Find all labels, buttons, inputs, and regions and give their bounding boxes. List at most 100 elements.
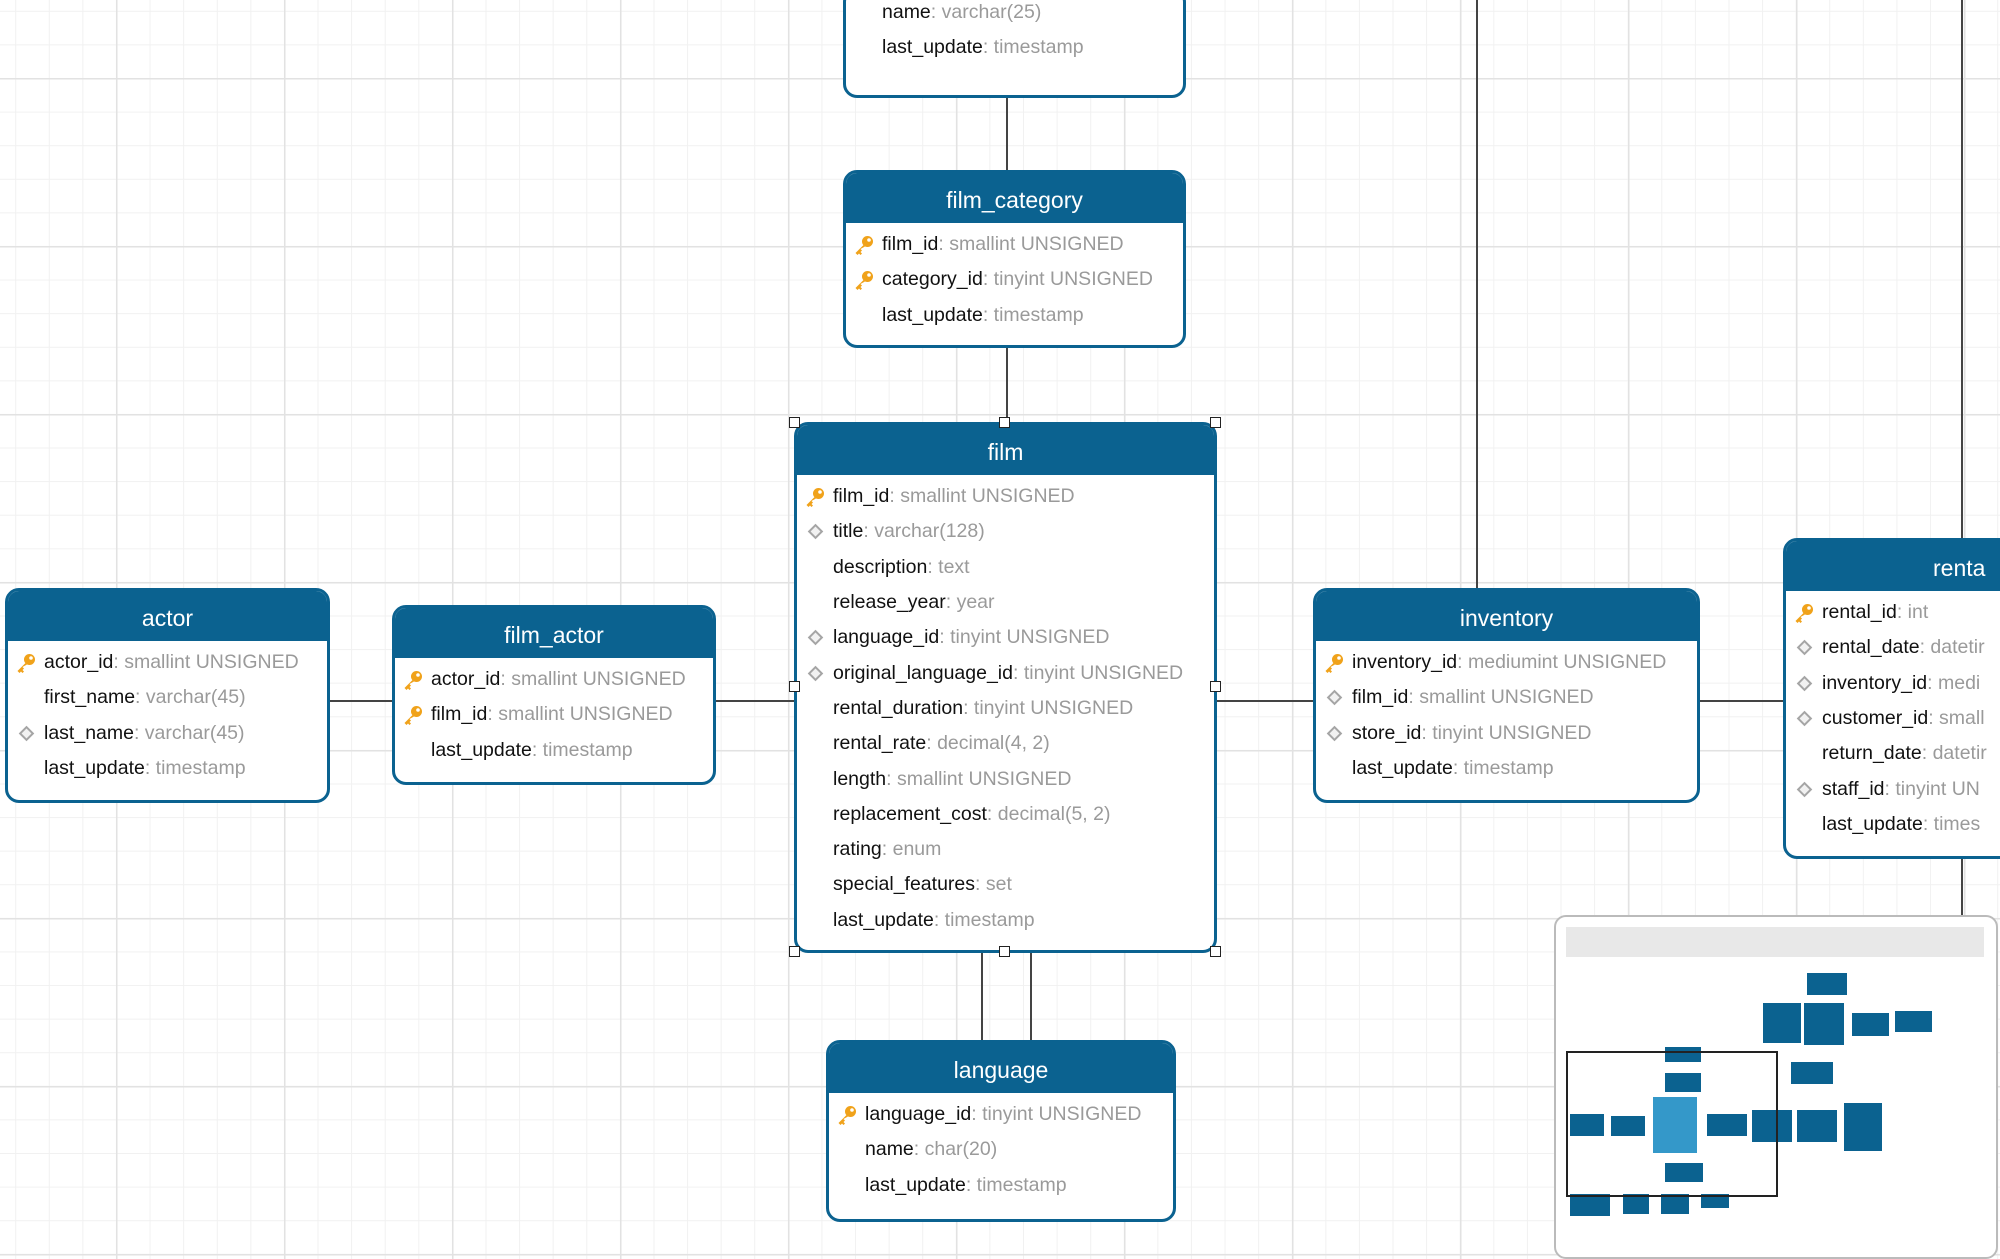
column-name: last_update bbox=[882, 36, 983, 59]
resize-handle-n[interactable] bbox=[999, 417, 1010, 428]
column-row[interactable]: rental_id: int bbox=[1786, 595, 2000, 630]
primary-key-icon bbox=[846, 268, 882, 292]
table-category[interactable]: name: varchar(25)last_update: timestamp bbox=[843, 0, 1186, 98]
column-row[interactable]: name: varchar(25) bbox=[846, 0, 1183, 30]
column-name: last_update bbox=[833, 908, 934, 931]
column-row[interactable]: category_id: tinyint UNSIGNED bbox=[846, 262, 1183, 297]
column-row[interactable]: name: char(20) bbox=[829, 1132, 1173, 1167]
column-type: : smallint UNSIGNED bbox=[938, 233, 1124, 256]
table-title: renta bbox=[1786, 541, 2000, 591]
column-row[interactable]: customer_id: small bbox=[1786, 701, 2000, 736]
column-name: film_id bbox=[431, 703, 488, 726]
resize-handle-nw[interactable] bbox=[789, 417, 800, 428]
column-row[interactable]: film_id: smallint UNSIGNED bbox=[395, 697, 713, 732]
column-row[interactable]: rental_date: datetir bbox=[1786, 630, 2000, 665]
minimap-table bbox=[1623, 1194, 1649, 1214]
resize-handle-se[interactable] bbox=[1210, 946, 1221, 957]
table-title: film_actor bbox=[395, 608, 713, 658]
column-name: language_id bbox=[833, 626, 940, 649]
column-type: : varchar(128) bbox=[863, 520, 985, 543]
minimap[interactable] bbox=[1554, 915, 1998, 1259]
column-row[interactable]: replacement_cost: decimal(5, 2) bbox=[797, 797, 1214, 832]
column-row[interactable]: actor_id: smallint UNSIGNED bbox=[8, 645, 327, 680]
column-name: last_update bbox=[1822, 812, 1923, 835]
nullable-diamond-icon bbox=[807, 630, 823, 646]
column-row[interactable]: last_update: timestamp bbox=[395, 733, 713, 768]
column-name: rental_id bbox=[1822, 601, 1897, 624]
nullable-icon bbox=[1786, 675, 1822, 692]
column-name: staff_id bbox=[1822, 777, 1885, 800]
column-row[interactable]: first_name: varchar(45) bbox=[8, 680, 327, 715]
nullable-diamond-icon bbox=[1796, 710, 1812, 727]
table-inventory[interactable]: inventory inventory_id: mediumint UNSIGN… bbox=[1313, 588, 1700, 803]
column-row[interactable]: last_update: timestamp bbox=[846, 30, 1183, 65]
column-row[interactable]: title: varchar(128) bbox=[797, 514, 1214, 549]
minimap-table bbox=[1665, 1163, 1703, 1182]
column-type: : tinyint UNSIGNED bbox=[1013, 661, 1184, 684]
column-row[interactable]: last_update: times bbox=[1786, 807, 2000, 842]
nullable-diamond-icon bbox=[1326, 725, 1342, 742]
column-row[interactable]: original_language_id: tinyint UNSIGNED bbox=[797, 655, 1214, 690]
column-row[interactable]: film_id: smallint UNSIGNED bbox=[1316, 680, 1697, 715]
column-row[interactable]: store_id: tinyint UNSIGNED bbox=[1316, 716, 1697, 751]
column-row[interactable]: actor_id: smallint UNSIGNED bbox=[395, 662, 713, 697]
column-type: : datetir bbox=[1921, 742, 1987, 765]
nullable-icon bbox=[1786, 640, 1822, 656]
column-row[interactable]: rental_duration: tinyint UNSIGNED bbox=[797, 691, 1214, 726]
resize-handle-s[interactable] bbox=[999, 946, 1010, 957]
column-row[interactable]: last_name: varchar(45) bbox=[8, 716, 327, 751]
primary-key-icon bbox=[846, 233, 882, 257]
column-row[interactable]: rating: enum bbox=[797, 832, 1214, 867]
minimap-table bbox=[1752, 1110, 1792, 1142]
table-film-category[interactable]: film_category film_id: smallint UNSIGNED… bbox=[843, 170, 1186, 348]
resize-handle-sw[interactable] bbox=[789, 946, 800, 957]
column-type: : timestamp bbox=[1452, 757, 1554, 780]
column-row[interactable]: language_id: tinyint UNSIGNED bbox=[829, 1097, 1173, 1132]
column-row[interactable]: staff_id: tinyint UN bbox=[1786, 771, 2000, 806]
column-name: inventory_id bbox=[1352, 651, 1458, 674]
primary-key-icon bbox=[1325, 653, 1343, 673]
column-row[interactable]: length: smallint UNSIGNED bbox=[797, 761, 1214, 796]
column-row[interactable]: description: text bbox=[797, 550, 1214, 585]
column-row[interactable]: inventory_id: medi bbox=[1786, 666, 2000, 701]
column-row[interactable]: last_update: timestamp bbox=[829, 1168, 1173, 1203]
column-row[interactable]: language_id: tinyint UNSIGNED bbox=[797, 620, 1214, 655]
column-type: : timestamp bbox=[933, 908, 1035, 931]
column-name: film_id bbox=[1352, 686, 1409, 709]
minimap-viewport[interactable] bbox=[1566, 1051, 1778, 1197]
column-row[interactable]: last_update: timestamp bbox=[846, 298, 1183, 333]
column-type: : varchar(45) bbox=[135, 686, 246, 709]
minimap-table bbox=[1570, 1114, 1604, 1136]
resize-handle-ne[interactable] bbox=[1210, 417, 1221, 428]
column-name: language_id bbox=[865, 1103, 972, 1126]
column-row[interactable]: last_update: timestamp bbox=[8, 751, 327, 786]
primary-key-icon bbox=[17, 653, 35, 673]
column-type: : smallint UNSIGNED bbox=[500, 668, 686, 691]
resize-handle-w[interactable] bbox=[789, 681, 800, 692]
column-row[interactable]: special_features: set bbox=[797, 867, 1214, 902]
minimap-table bbox=[1665, 1073, 1701, 1092]
resize-handle-e[interactable] bbox=[1210, 681, 1221, 692]
column-type: : times bbox=[1922, 812, 1981, 835]
primary-key-icon bbox=[806, 487, 824, 507]
nullable-diamond-icon bbox=[807, 524, 823, 540]
column-name: rental_date bbox=[1822, 636, 1920, 659]
column-type: : tinyint UN bbox=[1884, 777, 1980, 800]
column-type: : set bbox=[975, 873, 1012, 896]
column-row[interactable]: film_id: smallint UNSIGNED bbox=[846, 227, 1183, 262]
column-row[interactable]: film_id: smallint UNSIGNED bbox=[797, 479, 1214, 514]
column-row[interactable]: last_update: timestamp bbox=[797, 903, 1214, 938]
column-name: return_date bbox=[1822, 742, 1922, 765]
column-row[interactable]: release_year: year bbox=[797, 585, 1214, 620]
column-row[interactable]: rental_rate: decimal(4, 2) bbox=[797, 726, 1214, 761]
column-name: actor_id bbox=[431, 668, 501, 691]
column-row[interactable]: last_update: timestamp bbox=[1316, 751, 1697, 786]
column-row[interactable]: return_date: datetir bbox=[1786, 736, 2000, 771]
column-row[interactable]: inventory_id: mediumint UNSIGNED bbox=[1316, 645, 1697, 680]
